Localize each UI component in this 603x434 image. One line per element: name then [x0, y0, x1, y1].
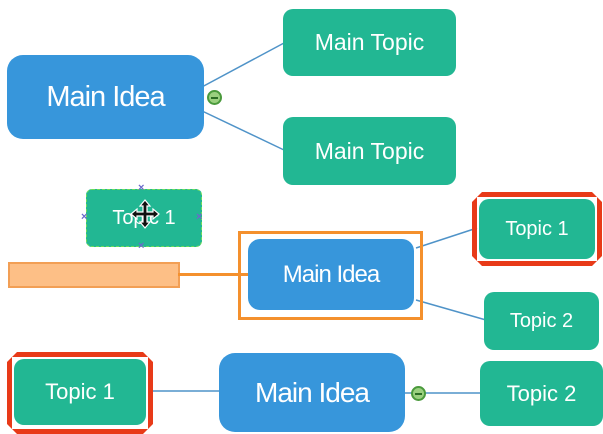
resize-handle-icon[interactable]: × [196, 211, 203, 223]
main-idea-node[interactable]: Main Idea [219, 353, 405, 432]
drop-target-frame [238, 231, 423, 320]
resize-handle-icon[interactable]: × [138, 240, 145, 252]
topic-node[interactable]: Topic 2 [484, 292, 599, 350]
dragged-topic-node[interactable]: Topic 1 [86, 189, 202, 247]
topic-node[interactable]: Topic 2 [480, 361, 603, 426]
drag-preview-bar [8, 262, 180, 288]
main-idea-node[interactable]: Main Idea [7, 55, 204, 139]
selection-highlight [472, 192, 602, 266]
connector-line [415, 227, 478, 249]
topic-node[interactable]: Topic 1 [14, 359, 146, 425]
collapse-icon[interactable] [411, 386, 426, 401]
topic-node[interactable]: Topic 1 [479, 199, 595, 259]
collapse-icon[interactable] [207, 90, 222, 105]
resize-handle-icon[interactable]: × [81, 211, 88, 223]
main-topic-node[interactable]: Main Topic [283, 117, 456, 185]
connector-line [199, 42, 285, 89]
resize-handle-icon[interactable]: × [138, 182, 145, 194]
connector-line [415, 299, 487, 321]
main-topic-node[interactable]: Main Topic [283, 9, 456, 76]
selection-highlight [7, 352, 153, 434]
connector-line [199, 109, 285, 151]
main-idea-node[interactable]: Main Idea [248, 239, 414, 310]
move-cursor-icon [130, 199, 160, 229]
